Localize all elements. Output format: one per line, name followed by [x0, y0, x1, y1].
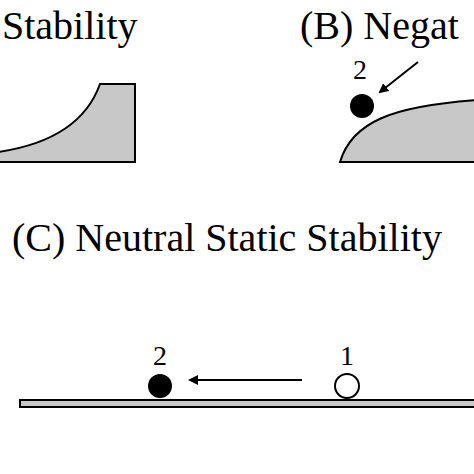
callout-number: 1 — [340, 342, 354, 370]
callout-number: 2 — [153, 342, 167, 370]
motion-arrow — [190, 379, 302, 381]
panel-heading: Stability — [2, 6, 138, 46]
ball-white — [335, 374, 359, 398]
callout-number: 2 — [353, 56, 367, 84]
ball-black — [350, 94, 374, 118]
ball-black — [148, 374, 172, 398]
panel-heading: (C) Neutral Static Stability — [12, 218, 442, 258]
valley-surface — [0, 84, 135, 162]
flat-surface — [20, 400, 474, 407]
motion-arrow — [380, 62, 418, 92]
panel-heading: (B) Negat — [300, 6, 459, 46]
